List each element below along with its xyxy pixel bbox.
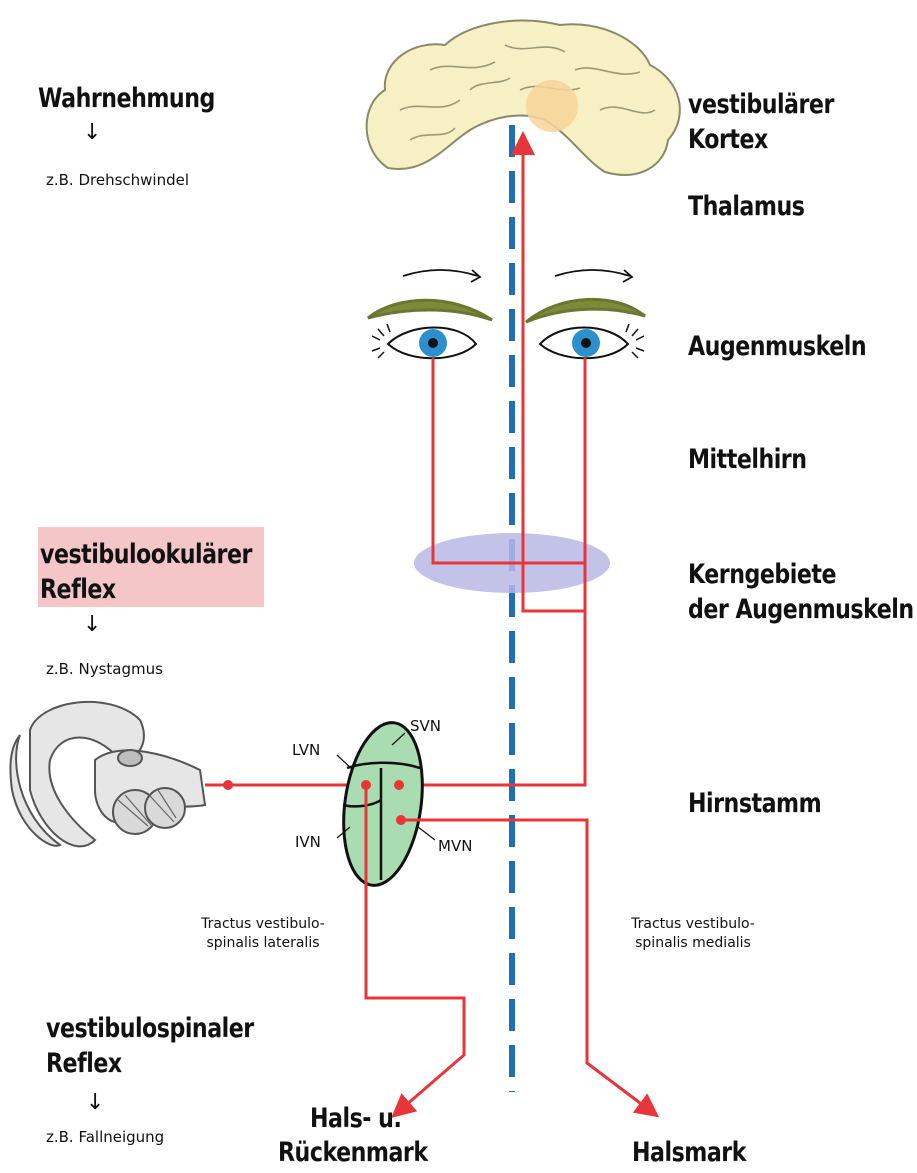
vor-label-line2: Reflex (40, 573, 116, 607)
cortex-label-line1: vestibulärer (688, 88, 834, 122)
medial-vestibulospinal-tract (401, 820, 652, 1112)
vestibular-organ-illustration (10, 702, 205, 846)
left-eyebrow (368, 300, 492, 320)
medial-tract-line2: spinalis medialis (598, 934, 788, 953)
neck-spine-label-line1: Hals- u. (310, 1102, 401, 1136)
right-eye (540, 324, 644, 358)
svn-label: SVN (410, 717, 441, 735)
cortex-highlight (526, 80, 578, 132)
cervical-label: Halsmark (632, 1136, 746, 1170)
nuclei-label-line1: Kerngebiete (688, 558, 836, 592)
cortex-label-line2: Kortex (688, 123, 768, 157)
perception-example: z.B. Drehschwindel (46, 171, 189, 190)
right-eyebrow (526, 299, 645, 322)
vsr-label-line2: Reflex (46, 1047, 122, 1081)
vor-down-arrow: ↓ (83, 614, 101, 636)
vsr-down-arrow: ↓ (86, 1092, 104, 1114)
eye-movement-arrow-left (403, 270, 478, 276)
lateral-tract-line2: spinalis lateralis (168, 934, 358, 953)
ivn-label: IVN (295, 833, 321, 851)
vor-example: z.B. Nystagmus (46, 660, 163, 679)
brainstem-label: Hirnstamm (688, 787, 821, 821)
vsr-example: z.B. Fallneigung (46, 1128, 164, 1147)
medial-tract-label: Tractus vestibulo- spinalis medialis (598, 915, 788, 953)
eye-muscles-label: Augenmuskeln (688, 330, 866, 364)
vor-pathway (400, 140, 585, 785)
thalamus-label: Thalamus (688, 190, 804, 224)
midbrain-label: Mittelhirn (688, 443, 807, 477)
lateral-tract-line1: Tractus vestibulo- (168, 915, 358, 934)
lvn-label: LVN (292, 741, 320, 759)
mvn-label: MVN (438, 837, 472, 855)
neck-spine-label-line2: Rückenmark (278, 1136, 428, 1170)
vor-label-line1: vestibulookulärer (40, 538, 252, 572)
left-eye (372, 324, 476, 358)
lateral-tract-label: Tractus vestibulo- spinalis lateralis (168, 915, 358, 953)
vsr-label-line1: vestibulospinaler (46, 1012, 254, 1046)
perception-label: Wahrnehmung (38, 82, 215, 116)
nuclei-label-line2: der Augenmuskeln (688, 593, 914, 627)
perception-down-arrow: ↓ (83, 122, 101, 144)
eye-movement-arrow-right (555, 270, 630, 276)
medial-tract-line1: Tractus vestibulo- (598, 915, 788, 934)
vestibular-nuclei (334, 718, 432, 891)
